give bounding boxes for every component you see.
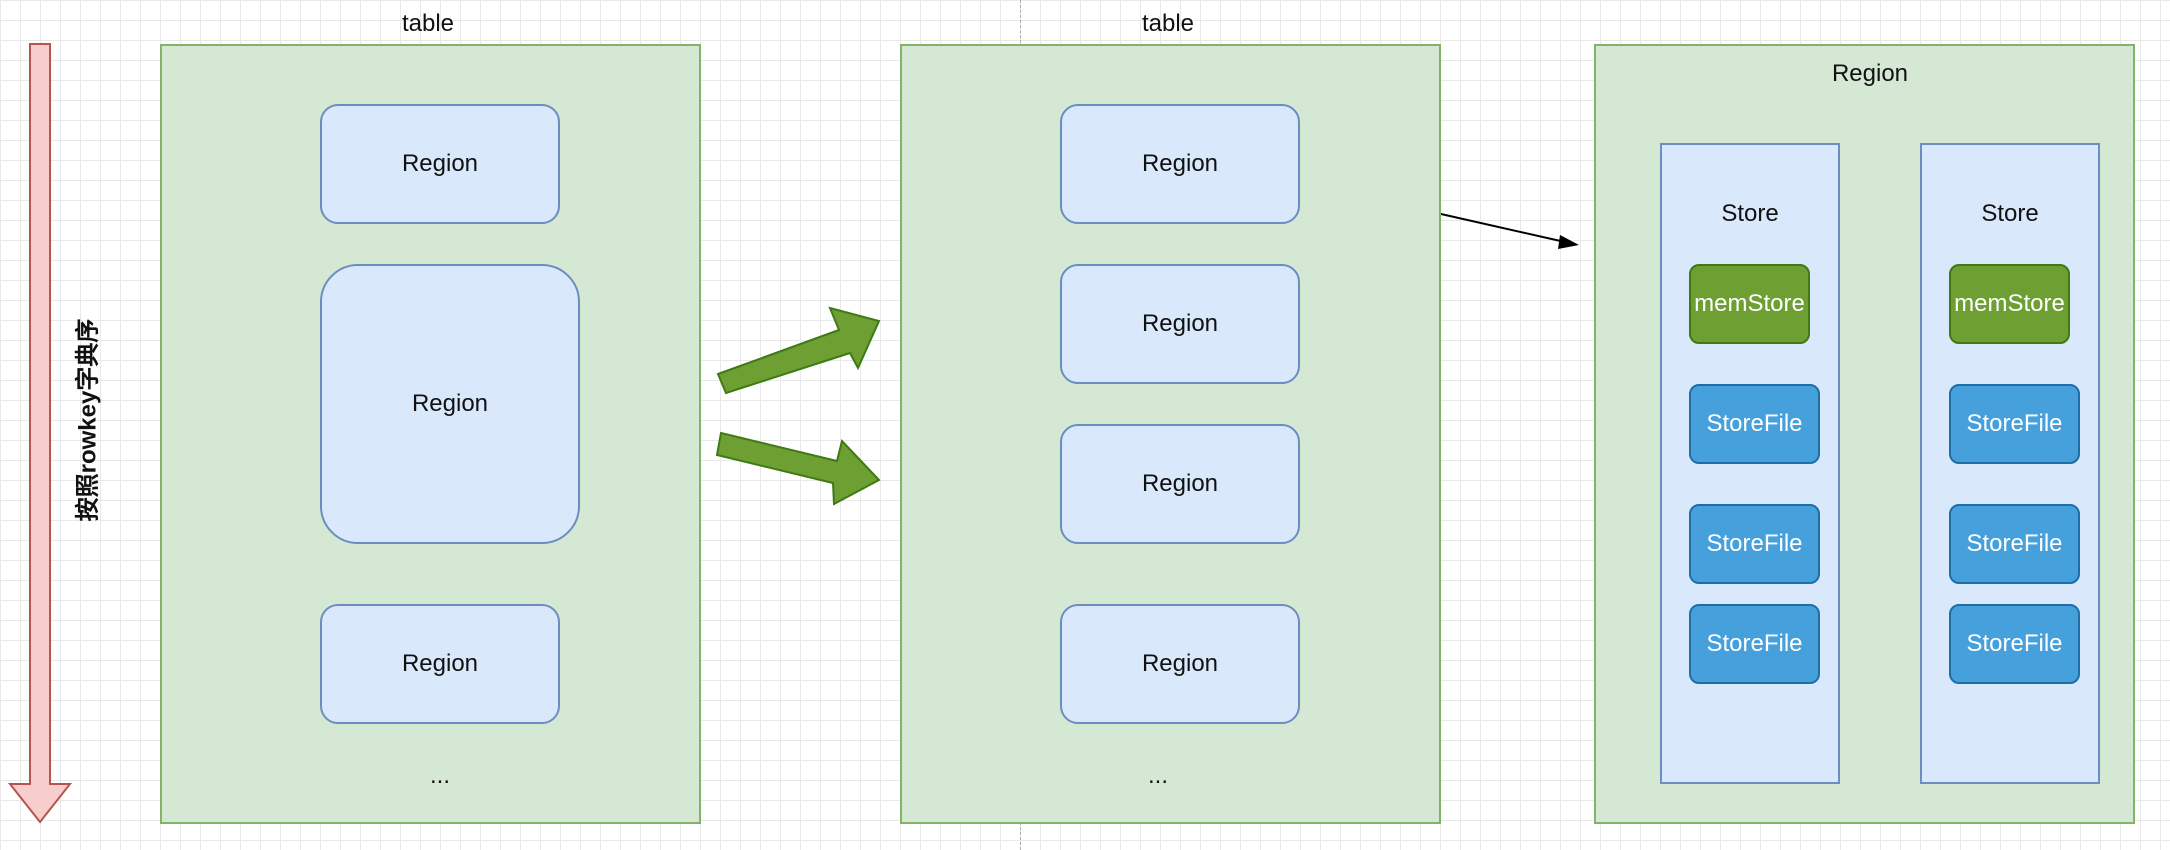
detail-connector-arrowhead [1558, 235, 1579, 249]
store-2-storefile-3: StoreFile [1949, 604, 2080, 684]
table-1-title: table [401, 10, 455, 37]
store-2-title: Store [1981, 200, 2039, 227]
table-1-region-3: Region [320, 604, 560, 724]
region-detail-title: Region [1831, 60, 1909, 87]
store-1-memstore: memStore [1689, 264, 1810, 344]
store-1-storefile-2: StoreFile [1689, 504, 1820, 584]
store-1-title: Store [1721, 200, 1779, 227]
split-arrow-down [715, 431, 881, 506]
store-2-storefile-1: StoreFile [1949, 384, 2080, 464]
store-1-storefile-3: StoreFile [1689, 604, 1820, 684]
table-1-ellipsis: ... [429, 762, 450, 789]
sort-direction-arrow [7, 43, 73, 824]
split-arrow-up [716, 306, 881, 395]
sort-order-label: 按照rowkey字典序 [74, 318, 102, 522]
table-2-region-3: Region [1060, 424, 1300, 544]
table-1-region-1: Region [320, 104, 560, 224]
table-2-title: table [1141, 10, 1195, 37]
table-2-region-2: Region [1060, 264, 1300, 384]
store-2-memstore: memStore [1949, 264, 2070, 344]
table-1-region-2: Region [320, 264, 580, 544]
store-2-storefile-2: StoreFile [1949, 504, 2080, 584]
table-2-region-4: Region [1060, 604, 1300, 724]
store-1-storefile-1: StoreFile [1689, 384, 1820, 464]
table-2-region-1: Region [1060, 104, 1300, 224]
table-2-ellipsis: ... [1147, 762, 1168, 789]
